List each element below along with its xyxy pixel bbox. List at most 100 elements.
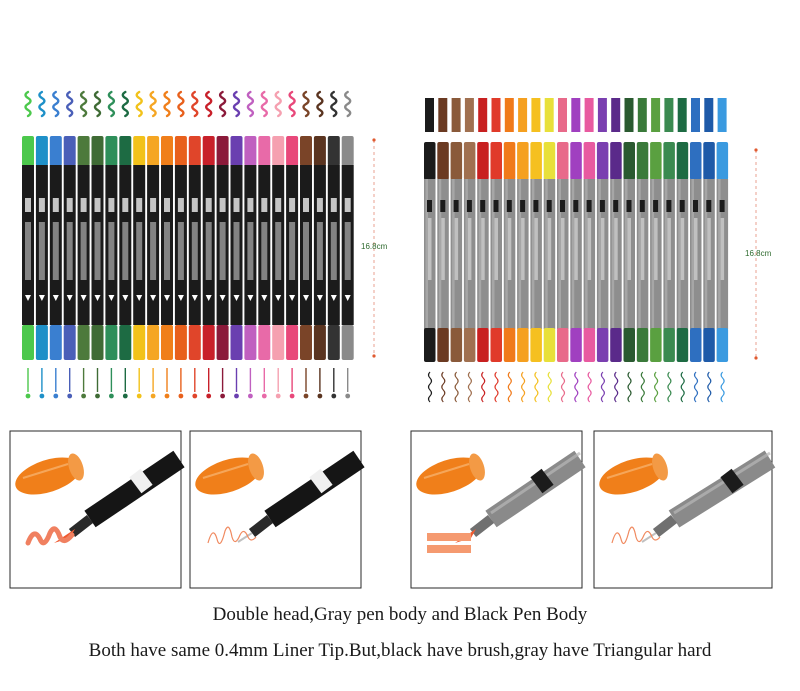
marker-label-strip bbox=[467, 218, 472, 280]
marker-tip-icon bbox=[344, 295, 351, 301]
marker-logo bbox=[344, 198, 351, 212]
swatch-block bbox=[597, 98, 607, 132]
marker-black-13 bbox=[188, 90, 201, 399]
pen-nozzle bbox=[248, 515, 274, 537]
marker-gray-15 bbox=[610, 98, 622, 403]
marker-cap-top bbox=[147, 136, 160, 166]
marker-logo bbox=[493, 200, 499, 212]
marker-cap bbox=[599, 457, 665, 495]
marker-gray-6 bbox=[490, 98, 502, 403]
pen-body bbox=[84, 450, 185, 528]
marker-cap-bottom bbox=[216, 325, 229, 360]
marker-logo bbox=[693, 200, 698, 212]
swatch-block bbox=[451, 98, 461, 132]
swatch-wave bbox=[481, 371, 486, 403]
marker-gray-11 bbox=[557, 98, 569, 403]
swatch-swirl bbox=[79, 90, 88, 118]
marker-logo bbox=[427, 200, 432, 212]
marker-gray-22 bbox=[703, 98, 715, 403]
swatch-dot bbox=[150, 393, 156, 399]
marker-tip-icon bbox=[150, 295, 157, 301]
marker-label-strip bbox=[66, 222, 73, 280]
right-marker-set bbox=[424, 98, 729, 403]
marker-cap-bottom bbox=[450, 328, 463, 362]
marker-logo bbox=[653, 200, 659, 212]
marker-highlight bbox=[625, 179, 628, 329]
pen-logo bbox=[530, 468, 554, 494]
marker-label-strip bbox=[694, 218, 698, 280]
marker-label-strip bbox=[191, 222, 198, 280]
left-length-label: 16.8cm bbox=[361, 242, 388, 251]
marker-cap-bottom bbox=[174, 325, 187, 360]
marker-highlight bbox=[691, 179, 694, 329]
marker-logo bbox=[719, 200, 725, 212]
marker-logo bbox=[706, 200, 712, 212]
marker-highlight bbox=[478, 179, 482, 329]
swatch-swirl bbox=[38, 90, 46, 118]
marker-highlight bbox=[425, 179, 428, 329]
marker-cap-top bbox=[119, 136, 132, 166]
swatch-dot bbox=[81, 393, 86, 399]
marker-label-strip bbox=[205, 222, 212, 280]
marker-cap-bottom bbox=[583, 328, 596, 362]
marker-cap-bottom bbox=[133, 325, 146, 360]
marker-cap-end bbox=[248, 453, 264, 481]
marker-cap-bottom bbox=[286, 325, 299, 360]
marker-label-strip bbox=[494, 218, 498, 280]
marker-gray-16 bbox=[623, 98, 635, 403]
swatch-wave bbox=[707, 371, 712, 403]
marker-cap-end bbox=[652, 453, 668, 481]
marker-cap-top bbox=[610, 142, 622, 180]
marker-label-strip bbox=[521, 218, 525, 280]
swatch-wave bbox=[693, 371, 699, 403]
marker-black-3 bbox=[49, 90, 62, 399]
marker-tip-icon bbox=[66, 295, 73, 301]
swatch-swirl bbox=[260, 90, 268, 118]
swatch-dot bbox=[289, 393, 295, 399]
swatch-wave bbox=[441, 371, 446, 403]
detail-panel-4 bbox=[593, 430, 776, 589]
marker-logo bbox=[679, 200, 685, 212]
marker-cap-top bbox=[216, 136, 229, 166]
marker-logo bbox=[38, 198, 45, 212]
swatch-block bbox=[491, 98, 501, 132]
swatch-wave bbox=[574, 371, 579, 403]
marker-cap-bottom bbox=[313, 325, 326, 360]
swatch-wave bbox=[720, 371, 725, 403]
marker-cap-bottom bbox=[596, 328, 609, 362]
marker-black-9 bbox=[133, 90, 146, 399]
marker-label-strip bbox=[330, 222, 337, 280]
marker-black-21 bbox=[300, 90, 312, 399]
marker-cap-top bbox=[583, 142, 596, 180]
marker-cap-bottom bbox=[663, 328, 675, 362]
marker-cap-bottom bbox=[463, 328, 476, 362]
swatch-swirl bbox=[274, 90, 282, 118]
marker-logo bbox=[219, 198, 226, 212]
marker-cap-top bbox=[530, 142, 542, 180]
marker-cap-bottom bbox=[530, 328, 542, 362]
marker-cap-end bbox=[68, 453, 84, 481]
marker-cap-top bbox=[623, 142, 635, 180]
marker-logo bbox=[52, 198, 59, 212]
swatch-swirl bbox=[66, 90, 74, 118]
marker-logo bbox=[177, 198, 184, 212]
marker-black-11 bbox=[161, 90, 173, 399]
marker-cap-top bbox=[91, 136, 104, 166]
marker-label-strip bbox=[428, 218, 432, 280]
detail-panel-1 bbox=[9, 430, 185, 589]
marker-cap-top bbox=[244, 136, 257, 166]
fine-tip bbox=[237, 532, 253, 543]
swatch-dot bbox=[53, 393, 59, 399]
swatch-swirl bbox=[218, 90, 227, 118]
swatch-block bbox=[651, 98, 661, 132]
marker-logo bbox=[261, 198, 268, 212]
marker-logo bbox=[25, 198, 31, 212]
marker-label-strip bbox=[574, 218, 578, 280]
marker-gray-1 bbox=[424, 98, 436, 403]
marker-cap-bottom bbox=[341, 325, 354, 360]
marker-cap-bottom bbox=[300, 325, 312, 360]
marker-tip-icon bbox=[108, 295, 115, 301]
marker-black-24 bbox=[341, 90, 354, 399]
marker-label-strip bbox=[316, 222, 323, 280]
swatch-swirl bbox=[302, 90, 310, 118]
